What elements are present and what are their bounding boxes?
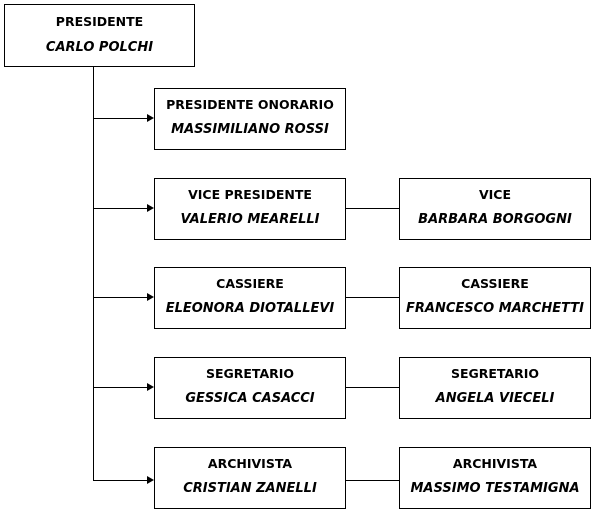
branch-line-3 bbox=[93, 387, 147, 388]
arrowhead-1 bbox=[147, 204, 154, 212]
arrowhead-3 bbox=[147, 383, 154, 391]
member-role: VICE PRESIDENTE bbox=[188, 187, 312, 202]
president-box: PRESIDENTE CARLO POLCHI bbox=[4, 4, 195, 67]
deputy-role: SEGRETARIO bbox=[450, 366, 540, 381]
member-name: VALERIO MEARELLI bbox=[180, 212, 320, 227]
deputy-box-treasurer: CASSIERE FRANCESCO MARCHETTI bbox=[399, 267, 591, 329]
member-name: CRISTIAN ZANELLI bbox=[183, 481, 317, 496]
member-name: ELEONORA DIOTALLEVI bbox=[165, 301, 335, 316]
member-box-secretary: SEGRETARIO GESSICA CASACCI bbox=[154, 357, 346, 419]
arrowhead-0 bbox=[147, 114, 154, 122]
member-role: ARCHIVISTA bbox=[207, 456, 293, 471]
branch-line-1 bbox=[93, 208, 147, 209]
deputy-box-secretary: SEGRETARIO ANGELA VIECELI bbox=[399, 357, 591, 419]
member-box-archivist: ARCHIVISTA CRISTIAN ZANELLI bbox=[154, 447, 346, 509]
pair-line-3 bbox=[346, 387, 399, 388]
deputy-name: FRANCESCO MARCHETTI bbox=[406, 301, 584, 316]
deputy-name: BARBARA BORGOGNI bbox=[418, 212, 572, 227]
member-box-vice-president: VICE PRESIDENTE VALERIO MEARELLI bbox=[154, 178, 346, 240]
deputy-role: VICE bbox=[478, 187, 512, 202]
pair-line-2 bbox=[346, 297, 399, 298]
arrowhead-4 bbox=[147, 476, 154, 484]
pair-line-1 bbox=[346, 208, 399, 209]
branch-line-2 bbox=[93, 297, 147, 298]
pair-line-4 bbox=[346, 480, 399, 481]
member-name: MASSIMILIANO ROSSI bbox=[171, 122, 329, 137]
branch-line-0 bbox=[93, 118, 147, 119]
arrowhead-2 bbox=[147, 293, 154, 301]
member-box-honorary-president: PRESIDENTE ONORARIO MASSIMILIANO ROSSI bbox=[154, 88, 346, 150]
president-role: PRESIDENTE bbox=[55, 14, 144, 29]
deputy-name: ANGELA VIECELI bbox=[435, 391, 555, 406]
deputy-box-archivist: ARCHIVISTA MASSIMO TESTAMIGNA bbox=[399, 447, 591, 509]
deputy-role: ARCHIVISTA bbox=[452, 456, 538, 471]
branch-line-4 bbox=[93, 480, 147, 481]
president-name: CARLO POLCHI bbox=[45, 40, 154, 55]
deputy-box-vice: VICE BARBARA BORGOGNI bbox=[399, 178, 591, 240]
deputy-role: CASSIERE bbox=[461, 276, 529, 291]
member-role: PRESIDENTE ONORARIO bbox=[166, 97, 334, 112]
deputy-name: MASSIMO TESTAMIGNA bbox=[410, 481, 580, 496]
member-name: GESSICA CASACCI bbox=[185, 391, 315, 406]
member-role: SEGRETARIO bbox=[205, 366, 295, 381]
trunk-line bbox=[93, 67, 94, 481]
member-box-treasurer: CASSIERE ELEONORA DIOTALLEVI bbox=[154, 267, 346, 329]
member-role: CASSIERE bbox=[216, 276, 284, 291]
